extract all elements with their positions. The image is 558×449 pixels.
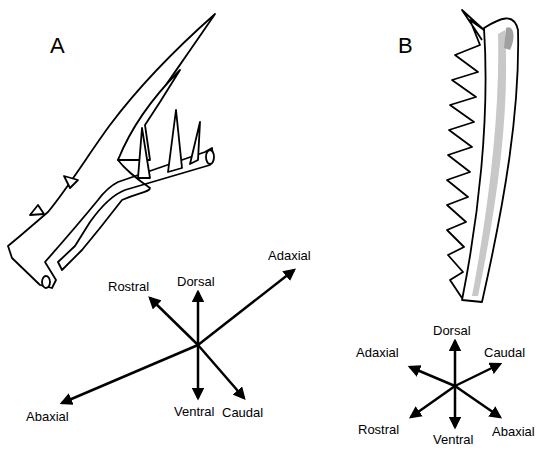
compass-a xyxy=(62,270,294,403)
panel-letter: B xyxy=(398,34,413,58)
direction-label: Caudal xyxy=(222,405,263,420)
direction-label: Dorsal xyxy=(177,274,215,289)
direction-label: Ventral xyxy=(433,432,473,447)
direction-label: Abaxial xyxy=(26,409,69,424)
direction-label: Abaxial xyxy=(492,424,535,439)
direction-label: Adaxial xyxy=(356,345,399,360)
direction-label: Caudal xyxy=(484,345,525,360)
direction-label: Ventral xyxy=(174,404,214,419)
direction-label: Adaxial xyxy=(268,248,311,263)
direction-label: Dorsal xyxy=(433,323,471,338)
bone-a xyxy=(8,14,215,288)
direction-label: Rostral xyxy=(358,422,399,437)
direction-label: Rostral xyxy=(108,279,149,294)
panel-letter: A xyxy=(50,34,65,58)
bone-b xyxy=(447,10,518,302)
